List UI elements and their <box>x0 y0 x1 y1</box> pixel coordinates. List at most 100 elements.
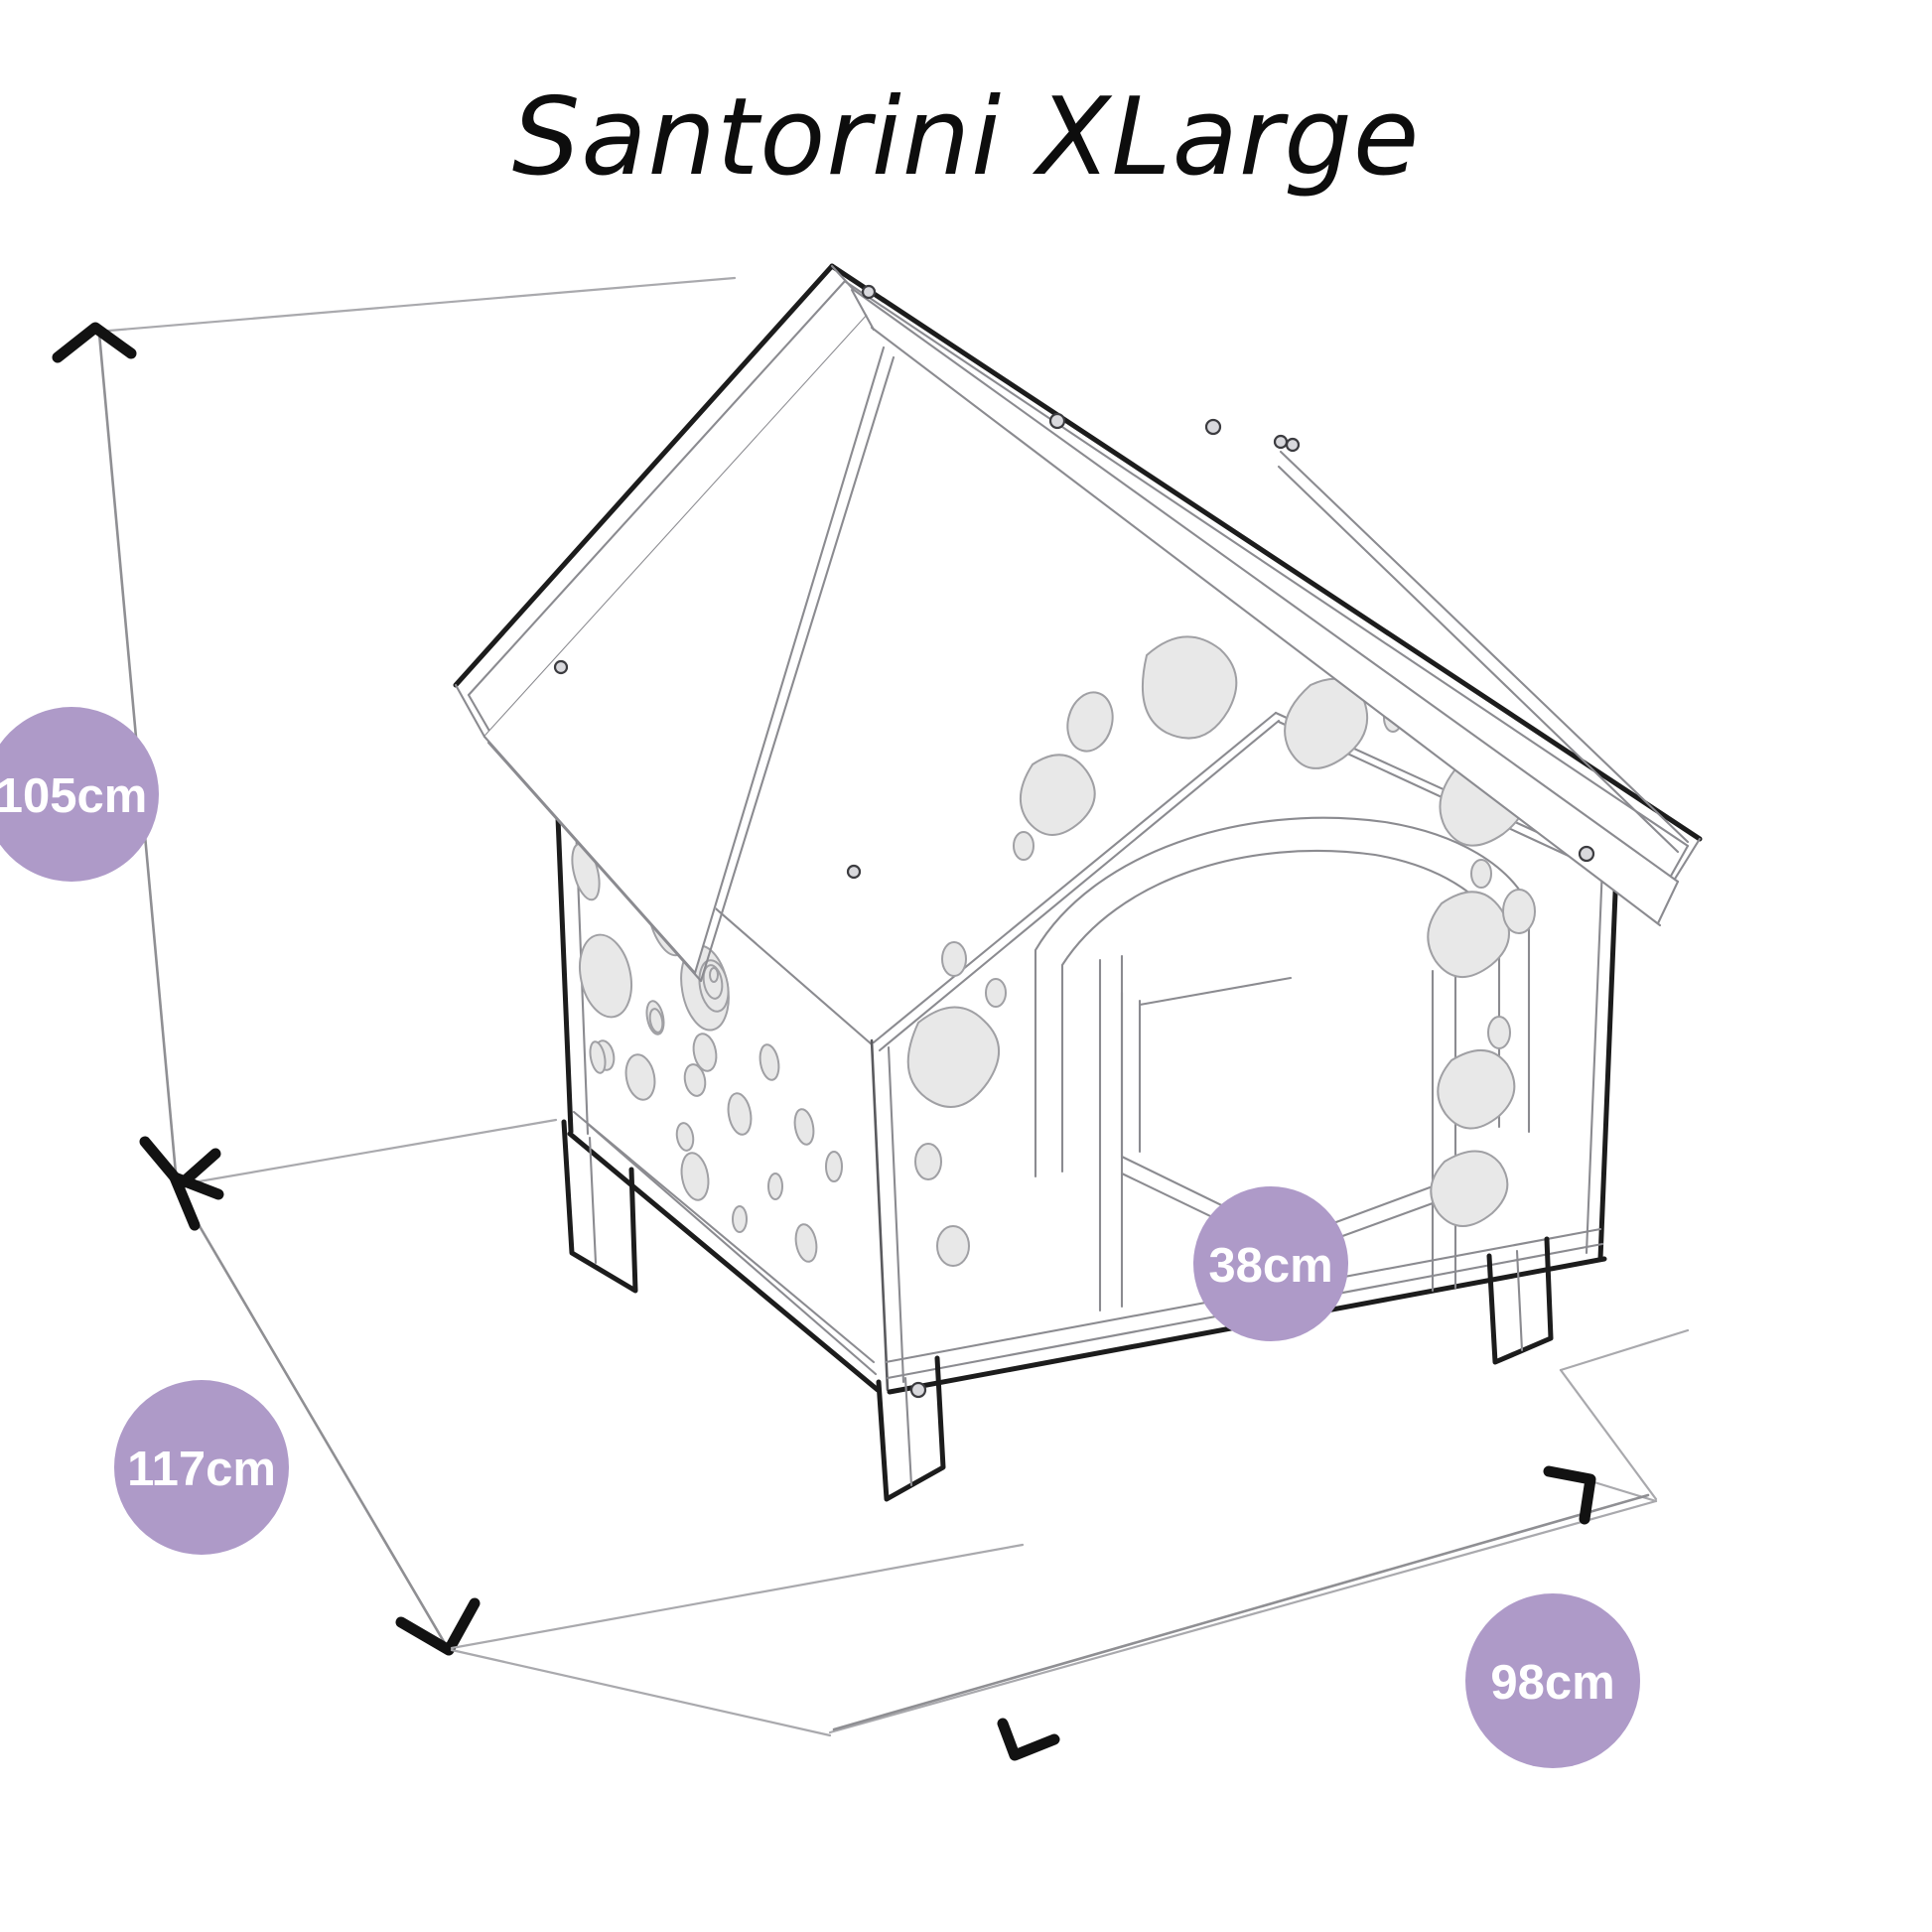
dim-98-line <box>832 1493 1650 1731</box>
dim-98-arrow-right <box>1543 1465 1596 1525</box>
badge-circle-117cm <box>114 1380 289 1555</box>
spot <box>794 1223 818 1263</box>
roof-right-under-top <box>852 288 1680 884</box>
left-wall-bottom-rail-top <box>572 1110 876 1364</box>
roof-right-eave <box>1279 450 1690 844</box>
screw-dot <box>861 284 877 300</box>
badge-label-98cm: 98cm <box>1490 1656 1614 1710</box>
ground-back-tick <box>1559 1328 1690 1372</box>
dimension-badge-38cm[interactable]: 38cm <box>1193 1186 1348 1341</box>
front-left-leg <box>876 1355 946 1502</box>
badge-circle-38cm <box>1193 1186 1348 1341</box>
ground-front-right-edge <box>828 1499 1658 1734</box>
front-wall-fill <box>874 710 1626 1390</box>
front-wall-left-edge-inner <box>887 1045 905 1384</box>
spot <box>1141 635 1238 740</box>
screw-dot <box>1204 418 1222 436</box>
badge-label-105cm: 105cm <box>0 769 147 823</box>
roof-right-under-end <box>1656 880 1680 925</box>
roof-right-fill <box>832 266 1698 884</box>
screw-dot <box>1048 412 1066 430</box>
badge-label-117cm: 117cm <box>127 1443 276 1496</box>
spot <box>1487 1016 1511 1049</box>
spot <box>709 967 719 983</box>
spot <box>683 1063 707 1097</box>
roof-left-fascia-b <box>699 355 896 983</box>
spot <box>727 1092 753 1136</box>
spot <box>906 1006 1001 1108</box>
left-wall-spots <box>571 793 843 1263</box>
roof-right-underside-fill <box>854 290 1676 923</box>
spot <box>589 1040 607 1074</box>
spot <box>941 941 967 977</box>
spot <box>1470 859 1492 889</box>
dimension-badges-group: 105cm 117cm 38cm 98cm <box>0 707 1640 1768</box>
roof-right-under-left <box>850 288 876 332</box>
front-wall-right-edge-inner <box>1585 864 1604 1255</box>
roof-left-underside-right <box>693 345 886 975</box>
dim-105-arrow-top <box>52 322 137 363</box>
dim-98-arrow-left <box>997 1718 1060 1761</box>
left-wall-front-edge <box>553 766 574 1135</box>
roof-peak-detail <box>830 264 856 292</box>
roof-right-under-bottom <box>870 326 1662 927</box>
spot <box>1427 891 1510 979</box>
spot <box>1013 831 1035 861</box>
spot <box>1430 1150 1509 1227</box>
left-wall-fill <box>556 769 874 1390</box>
front-left-leg-inner <box>903 1376 913 1487</box>
dimension-lines-group <box>52 276 1690 1761</box>
spot <box>767 1173 783 1200</box>
left-front-leg-inner <box>588 1136 598 1265</box>
front-gable-left-rake-2 <box>878 719 1281 1052</box>
screw-dot <box>909 1381 927 1399</box>
dimension-badge-117cm[interactable]: 117cm <box>114 1380 289 1555</box>
spot <box>692 1033 718 1072</box>
door-arch-outer <box>1034 816 1531 1178</box>
interior-back-top <box>1138 976 1293 1007</box>
page-title: Santorini XLarge <box>512 75 1421 200</box>
spot <box>680 1152 710 1201</box>
spot <box>936 1225 970 1267</box>
left-wall-bottom-rail-mid <box>586 1122 878 1376</box>
spot <box>825 1151 843 1182</box>
dim-117-line <box>175 1185 451 1652</box>
ground-left-edge <box>450 1648 832 1737</box>
badge-circle-98cm <box>1465 1593 1640 1768</box>
roof-right-eave-2 <box>1277 465 1680 854</box>
roof-left-top-ridge <box>453 263 835 688</box>
roof-right-ridge-inner <box>844 280 1690 848</box>
dog-house-illustration <box>453 263 1703 1502</box>
left-front-leg <box>561 1119 638 1294</box>
dimension-badge-98cm[interactable]: 98cm <box>1465 1593 1640 1768</box>
dim-117-bottom-leader <box>450 1543 1025 1650</box>
front-gable-left-rake <box>872 711 1278 1044</box>
dim-117-arrow-bottom <box>395 1597 481 1656</box>
roof-right-top-ridge <box>829 263 1703 842</box>
spot <box>675 1122 695 1152</box>
badge-circle-105cm <box>0 707 159 882</box>
roof-left-underside-fill <box>484 306 894 973</box>
ground-back-right-edge <box>1559 1368 1658 1501</box>
roof-left-gable-end-2 <box>467 693 492 735</box>
spot <box>579 933 632 1019</box>
dim-105-top-leader <box>95 276 737 334</box>
spot <box>624 1053 656 1101</box>
screw-dot <box>846 864 862 880</box>
spot <box>793 1108 815 1146</box>
screw-dot <box>1285 437 1301 453</box>
spot <box>1019 754 1096 836</box>
roof-left-gable-end <box>454 683 486 739</box>
roof-right-gable-end-2 <box>1668 844 1690 880</box>
roof-right-gable-end <box>1670 837 1702 886</box>
roof-left-ridge-inner <box>467 278 848 697</box>
dimension-badge-105cm[interactable]: 105cm <box>0 707 159 882</box>
roof-left-fill <box>457 268 874 735</box>
spot <box>1066 691 1114 753</box>
spot <box>732 1205 748 1233</box>
spot <box>914 1143 942 1180</box>
screw-dot <box>553 659 569 675</box>
dim-117-arrow-top <box>169 1172 224 1231</box>
